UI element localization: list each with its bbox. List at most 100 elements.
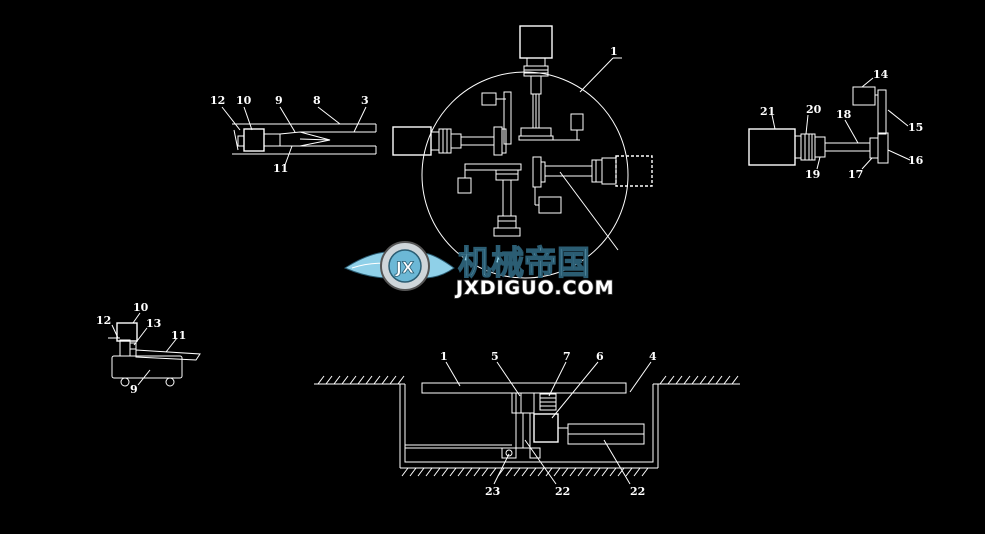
ground-hatch-left <box>317 375 405 385</box>
hatch-line <box>601 467 609 477</box>
label-5-bottom: 5 <box>491 350 499 363</box>
rotary-table-plan-view: 1 <box>392 25 653 279</box>
leader-lower-right <box>559 171 619 251</box>
hatch-line <box>505 467 513 477</box>
hatch-line <box>731 375 739 385</box>
label-19-tr: 19 <box>805 168 820 181</box>
lower-left-rack <box>464 163 522 171</box>
hatch-line <box>457 467 465 477</box>
hatch-line <box>659 375 667 385</box>
label-17-tr: 17 <box>848 168 863 181</box>
badge-text: JX <box>395 258 415 277</box>
hatch-line <box>641 467 649 477</box>
hatch-line <box>691 375 699 385</box>
label-22-bottom-b: 22 <box>630 485 645 498</box>
label-23-bottom: 23 <box>485 485 500 498</box>
right-lower-small-box <box>538 196 562 214</box>
top-coupling <box>526 57 546 67</box>
bottom-arm-gear <box>495 169 519 181</box>
wheel-23 <box>501 447 517 459</box>
label-1-bottom: 1 <box>440 350 448 363</box>
trolley-fork-11 <box>135 349 201 361</box>
hatch-line <box>723 375 731 385</box>
bearing-19 <box>814 136 826 158</box>
trolley-body-9 <box>111 355 183 379</box>
label-20-tr: 20 <box>806 103 822 116</box>
hatch-line <box>545 467 553 477</box>
label-4-bottom: 4 <box>649 350 657 363</box>
drive-assembly-detail: 14 21 20 18 15 16 19 17 <box>748 68 924 181</box>
column-15 <box>877 89 887 135</box>
hatch-line <box>633 467 641 477</box>
hatch-line <box>465 467 473 477</box>
top-gear <box>523 65 549 77</box>
hatch-line <box>617 467 625 477</box>
ground-hatch-right <box>659 375 739 385</box>
hatch-line <box>569 467 577 477</box>
hatch-line <box>449 467 457 477</box>
upper-left-rack <box>503 91 512 145</box>
top-right-small-box <box>570 113 584 131</box>
hatch-line <box>593 467 601 477</box>
label-13-bl: 13 <box>146 317 161 330</box>
label-14-tr: 14 <box>873 68 889 81</box>
hatch-line <box>425 467 433 477</box>
hatch-line <box>441 467 449 477</box>
hatch-line <box>529 467 537 477</box>
label-12-tl: 12 <box>210 94 225 107</box>
label-9-tl: 9 <box>275 94 283 107</box>
coupling-20 <box>800 133 816 161</box>
hatch-line <box>397 375 405 385</box>
hatch-line <box>667 375 675 385</box>
hatch-line <box>513 467 521 477</box>
label-10-bl: 10 <box>133 301 149 314</box>
label-1-top: 1 <box>610 45 618 58</box>
hatch-line <box>341 375 349 385</box>
hatch-line <box>381 375 389 385</box>
top-arm-gear <box>520 127 552 137</box>
hatch-line <box>553 467 561 477</box>
label-16-tr: 16 <box>908 154 924 167</box>
right-arm-gear <box>532 156 542 188</box>
gear-17 <box>869 137 879 159</box>
column-5 <box>511 392 535 414</box>
trolley-wheel-left <box>120 377 130 387</box>
label-15-tr: 15 <box>908 121 923 134</box>
hatch-line <box>715 375 723 385</box>
label-12-bl: 12 <box>96 314 111 327</box>
left-coupling <box>438 128 452 154</box>
gear-16 <box>877 132 889 164</box>
hatch-line <box>609 467 617 477</box>
hatch-line <box>683 375 691 385</box>
hatch-line <box>389 375 397 385</box>
ground-hatch-bottom <box>401 467 649 477</box>
label-18-tr: 18 <box>836 108 852 121</box>
hatch-line <box>333 375 341 385</box>
watermark-chinese: 机械帝国 <box>458 243 590 282</box>
watermark-logo: JX 机械帝国 JXDIGUO.COM <box>343 241 614 300</box>
upper-left-small-box <box>481 92 497 106</box>
top-shaft-housing <box>530 75 542 95</box>
hatch-line <box>481 467 489 477</box>
hatch-line <box>537 467 545 477</box>
label-11-tl: 11 <box>273 162 288 175</box>
hatch-line <box>349 375 357 385</box>
hatch-line <box>433 467 441 477</box>
hatch-line <box>561 467 569 477</box>
box-14 <box>852 86 876 106</box>
label-8-tl: 8 <box>313 94 321 107</box>
gripper-jaw-9 <box>279 131 331 147</box>
label-9-bl: 9 <box>130 383 138 396</box>
hatch-line <box>325 375 333 385</box>
hatch-line <box>473 467 481 477</box>
right-coupling <box>591 159 603 183</box>
label-22-bottom-a: 22 <box>555 485 570 498</box>
hatch-line <box>699 375 707 385</box>
lower-left-small-box <box>457 177 472 194</box>
hatch-line <box>577 467 585 477</box>
pit-outline <box>404 384 654 463</box>
motor-21 <box>748 128 796 166</box>
label-7-bottom: 7 <box>563 350 571 363</box>
label-3-tl: 3 <box>361 94 369 107</box>
